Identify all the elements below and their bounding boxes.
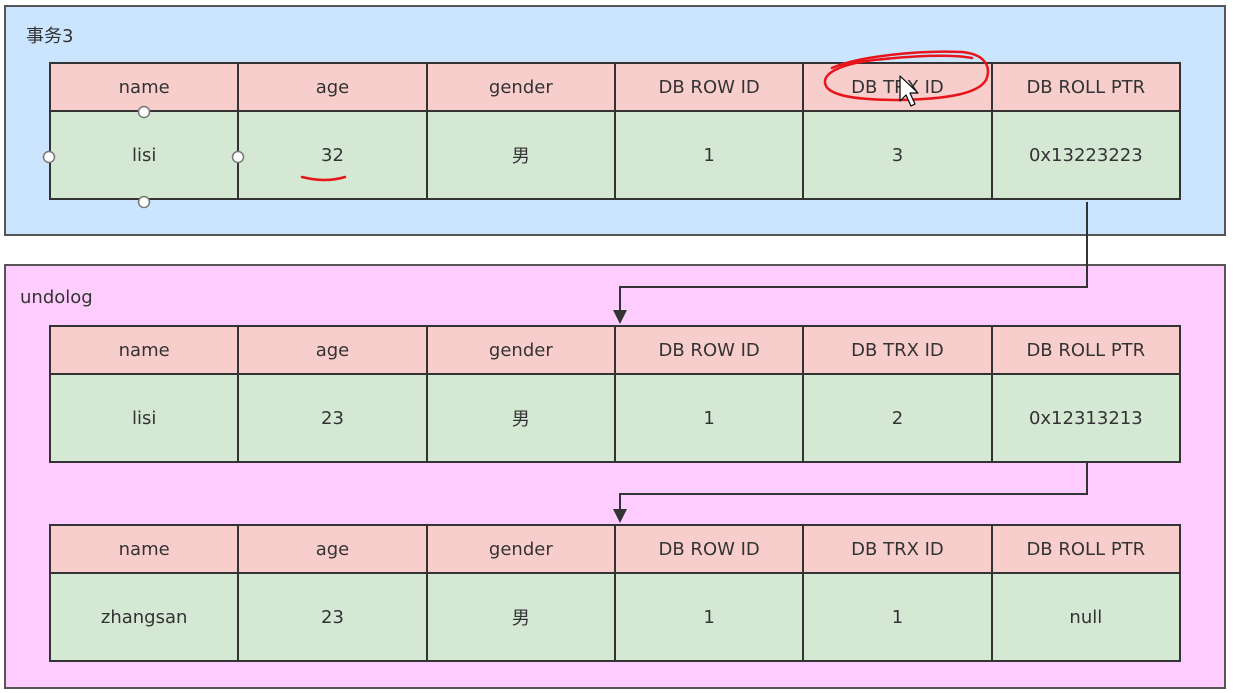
cell-age: 23 — [237, 373, 428, 463]
cell-db-roll-ptr: 0x13223223 — [990, 110, 1182, 200]
cell-gender: 男 — [425, 110, 616, 200]
col-header-db-trx-id: DB TRX ID — [802, 62, 993, 112]
col-header-age: age — [237, 325, 428, 375]
undo-record-2-table: name age gender DB ROW ID DB TRX ID DB R… — [48, 524, 1182, 662]
value-row: lisi 32 男 1 3 0x13223223 — [48, 110, 1182, 200]
col-header-name: name — [48, 524, 240, 574]
cell-name[interactable]: lisi — [48, 110, 240, 200]
col-header-db-trx-id: DB TRX ID — [802, 325, 993, 375]
cell-db-trx-id: 3 — [802, 110, 993, 200]
cell-db-trx-id: 1 — [802, 572, 993, 662]
col-header-age: age — [237, 524, 428, 574]
undo-record-1-table: name age gender DB ROW ID DB TRX ID DB R… — [48, 325, 1182, 463]
cell-gender: 男 — [425, 373, 616, 463]
current-record-table: name age gender DB ROW ID DB TRX ID DB R… — [48, 62, 1182, 200]
col-header-db-trx-id: DB TRX ID — [802, 524, 993, 574]
cell-age: 23 — [237, 572, 428, 662]
col-header-db-row-id: DB ROW ID — [613, 325, 805, 375]
cell-db-row-id: 1 — [613, 110, 805, 200]
col-header-name: name — [48, 325, 240, 375]
cell-db-row-id: 1 — [613, 572, 805, 662]
cell-name: zhangsan — [48, 572, 240, 662]
cell-db-trx-id: 2 — [802, 373, 993, 463]
cell-name: lisi — [48, 373, 240, 463]
col-header-db-roll-ptr: DB ROLL PTR — [990, 325, 1182, 375]
header-row: name age gender DB ROW ID DB TRX ID DB R… — [48, 524, 1182, 574]
col-header-db-roll-ptr: DB ROLL PTR — [990, 62, 1182, 112]
col-header-db-row-id: DB ROW ID — [613, 524, 805, 574]
cell-db-row-id: 1 — [613, 373, 805, 463]
transaction-label: 事务3 — [26, 26, 74, 47]
col-header-name: name — [48, 62, 240, 112]
header-row: name age gender DB ROW ID DB TRX ID DB R… — [48, 325, 1182, 375]
undolog-label: undolog — [20, 287, 93, 308]
cell-gender: 男 — [425, 572, 616, 662]
col-header-db-row-id: DB ROW ID — [613, 62, 805, 112]
col-header-db-roll-ptr: DB ROLL PTR — [990, 524, 1182, 574]
col-header-gender: gender — [425, 62, 616, 112]
col-header-gender: gender — [425, 524, 616, 574]
col-header-age: age — [237, 62, 428, 112]
cell-db-roll-ptr: 0x12313213 — [990, 373, 1182, 463]
value-row: zhangsan 23 男 1 1 null — [48, 572, 1182, 662]
cell-db-roll-ptr: null — [990, 572, 1182, 662]
col-header-gender: gender — [425, 325, 616, 375]
header-row: name age gender DB ROW ID DB TRX ID DB R… — [48, 62, 1182, 112]
value-row: lisi 23 男 1 2 0x12313213 — [48, 373, 1182, 463]
cell-age: 32 — [237, 110, 428, 200]
